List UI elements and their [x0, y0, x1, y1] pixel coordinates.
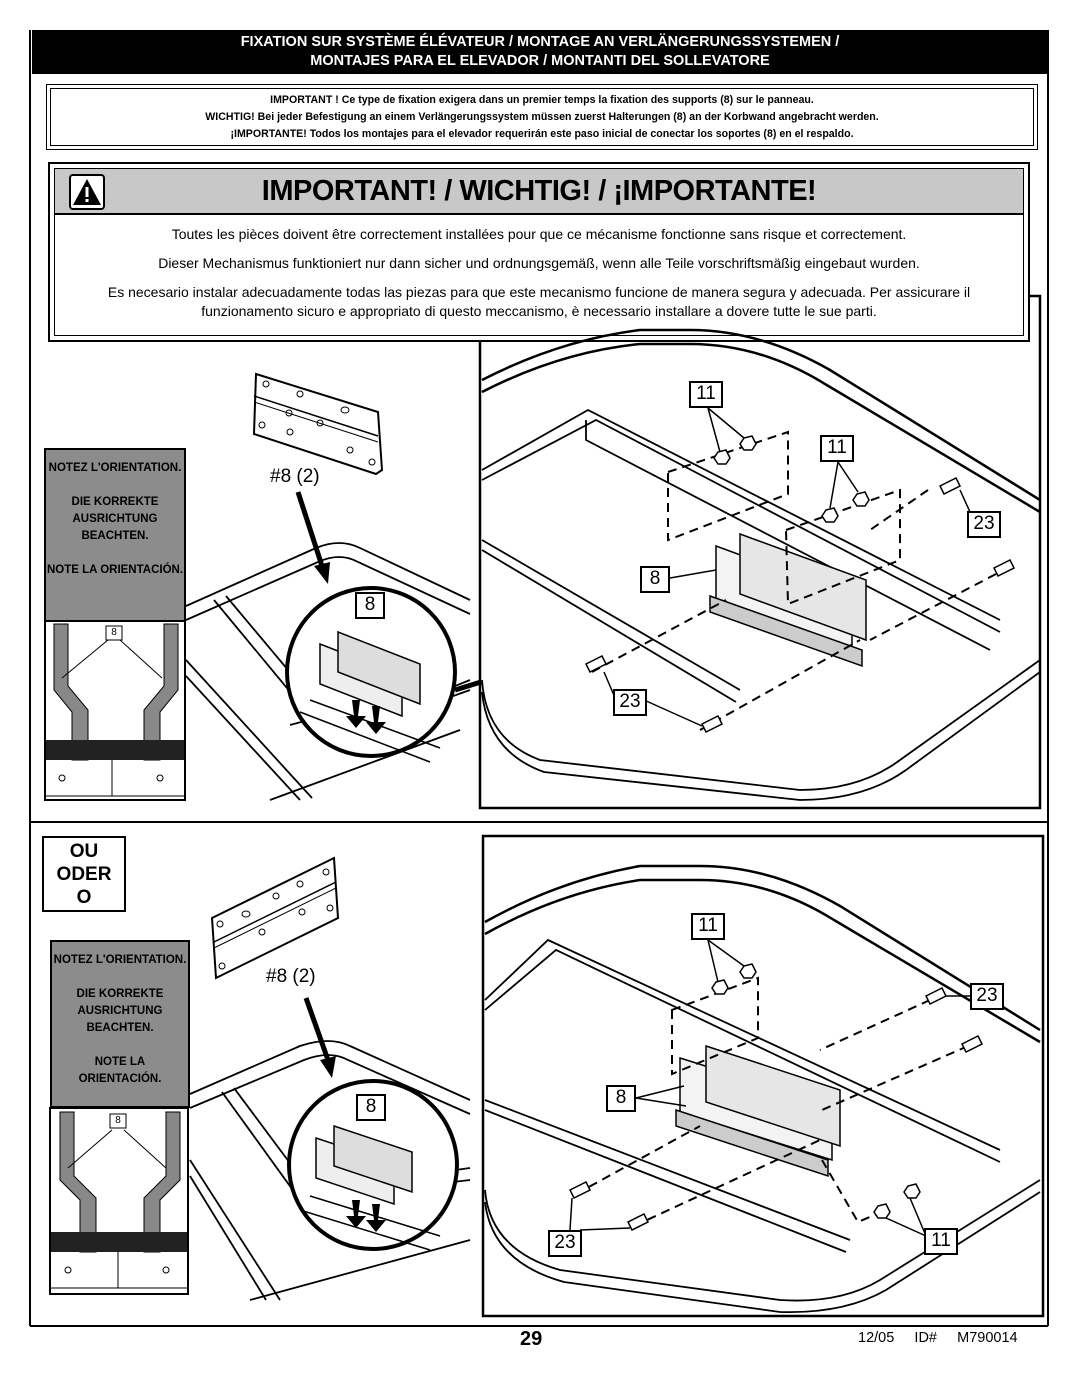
- note-de: DIE KORREKTE AUSRICHTUNG BEACHTEN.: [71, 496, 159, 542]
- notice-es: ¡IMPORTANTE! Todos los montajes para el …: [230, 128, 854, 140]
- part-label-top: #8 (2): [270, 466, 320, 487]
- callout-8-zoom-top: 8: [355, 592, 385, 619]
- part-label-bottom: #8 (2): [266, 966, 316, 987]
- note-es: NOTE LA ORIENTACIÓN.: [78, 1056, 162, 1085]
- bracket-8-illustration-top: [252, 372, 384, 476]
- callout-8-zoom-bottom: 8: [356, 1094, 386, 1121]
- orientation-label-8-bottom: 8: [115, 1115, 121, 1126]
- header-line-1: FIXATION SUR SYSTÈME ÉLÉVATEUR / MONTAGE…: [240, 34, 840, 50]
- warning-de: Dieser Mechanismus funktioniert nur dann…: [158, 255, 920, 271]
- callout-23-bottom-b: 23: [548, 1230, 582, 1257]
- warning-box: IMPORTANT! / WICHTIG! / ¡IMPORTANTE! Tou…: [48, 162, 1030, 342]
- document-id: 12/05 ID# M790014: [858, 1330, 1018, 1346]
- callout-23-bottom-a: 23: [970, 983, 1004, 1010]
- alternative-separator: OU ODER O: [42, 836, 126, 912]
- warning-fr: Toutes les pièces doivent être correctem…: [171, 226, 907, 242]
- note-fr: NOTEZ L'ORIENTATION.: [48, 462, 182, 474]
- callout-11-top-a: 11: [689, 381, 723, 408]
- bracket-8-illustration-bottom: [210, 856, 340, 980]
- warning-triangle-icon: [69, 174, 105, 210]
- section-header: FIXATION SUR SYSTÈME ÉLÉVATEUR / MONTAGE…: [32, 30, 1048, 74]
- note-es: NOTE LA ORIENTACIÓN.: [46, 564, 184, 576]
- notice-fr: IMPORTANT ! Ce type de fixation exigera …: [270, 94, 814, 106]
- callout-8-top: 8: [640, 566, 670, 593]
- note-de: DIE KORREKTE AUSRICHTUNG BEACHTEN.: [76, 988, 164, 1034]
- separator-de: ODER: [56, 864, 112, 885]
- warning-title-bar: IMPORTANT! / WICHTIG! / ¡IMPORTANTE!: [55, 169, 1023, 215]
- callout-11-bottom-b: 11: [924, 1228, 958, 1255]
- warning-title: IMPORTANT! / WICHTIG! / ¡IMPORTANTE!: [261, 175, 817, 207]
- callout-11-bottom-a: 11: [691, 913, 725, 940]
- callout-23-top-b: 23: [613, 689, 647, 716]
- callout-11-top-b: 11: [820, 435, 854, 462]
- header-line-2: MONTAJES PARA EL ELEVADOR / MONTANTI DEL…: [310, 53, 770, 69]
- orientation-note-top: NOTEZ L'ORIENTATION. DIE KORREKTE AUSRIC…: [44, 448, 186, 622]
- notice-de: WICHTIG! Bei jeder Befestigung an einem …: [205, 111, 879, 123]
- warning-es-it: Es necesario instalar adecuadamente toda…: [107, 284, 971, 319]
- separator-es: O: [76, 887, 92, 908]
- callout-8-bottom: 8: [606, 1085, 636, 1112]
- notice-box: IMPORTANT ! Ce type de fixation exigera …: [46, 84, 1038, 150]
- orientation-label-8-top: 8: [111, 627, 117, 638]
- note-fr: NOTEZ L'ORIENTATION.: [53, 954, 187, 966]
- orientation-note-bottom: NOTEZ L'ORIENTATION. DIE KORREKTE AUSRIC…: [50, 940, 190, 1108]
- callout-23-top-a: 23: [967, 511, 1001, 538]
- separator-fr: OU: [69, 841, 99, 862]
- page-number: 29: [520, 1328, 543, 1350]
